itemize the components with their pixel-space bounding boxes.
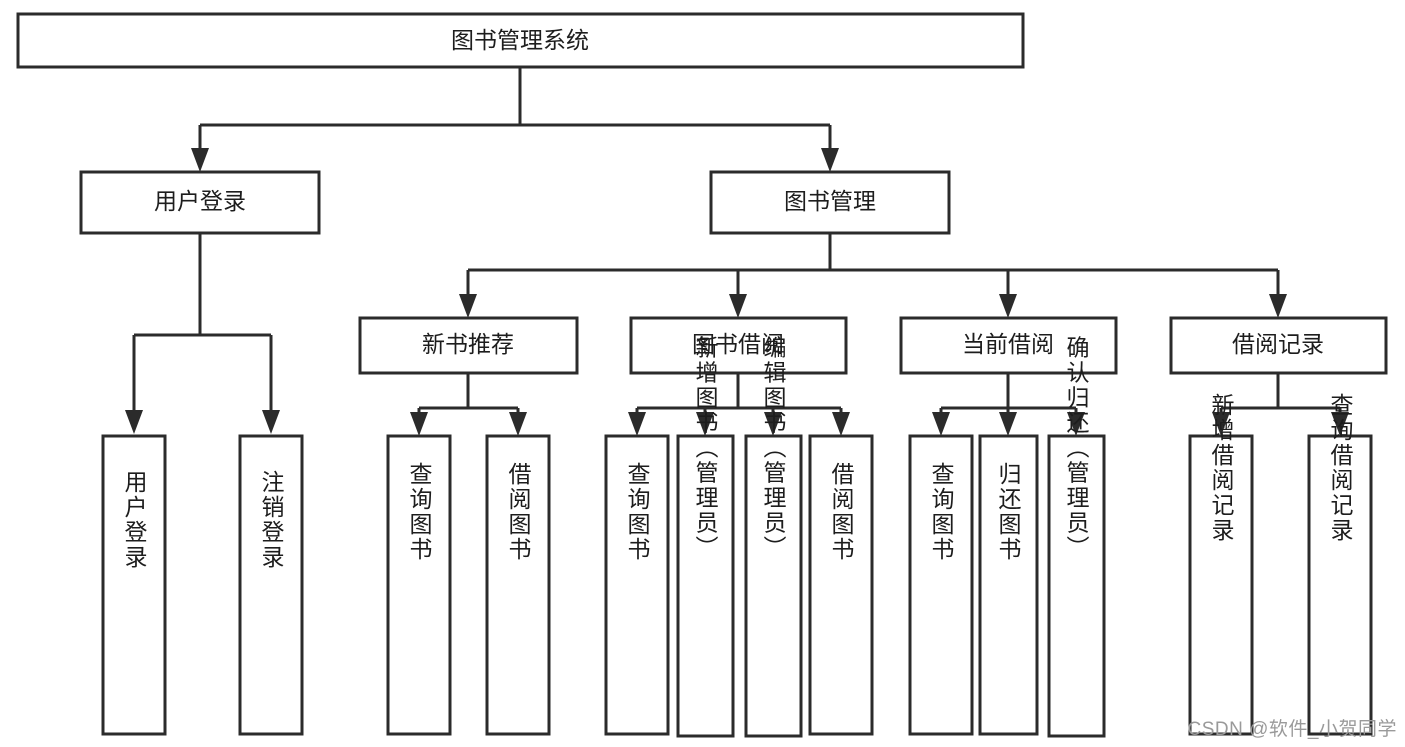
arrow-leaf-query-borrow-record bbox=[1331, 412, 1349, 436]
node-leaf-confirm-return-admin-box[interactable] bbox=[1047, 434, 1106, 738]
node-current-borrow-box[interactable] bbox=[899, 316, 1118, 375]
connector-group bbox=[125, 67, 1349, 436]
arrow-leaf-edit-book-admin bbox=[764, 412, 782, 436]
node-leaf-logout-login-label: 注销登录 bbox=[258, 470, 285, 570]
node-leaf-edit-book-admin-box[interactable] bbox=[744, 434, 803, 738]
node-borrow-record[interactable]: 借阅记录 bbox=[1169, 316, 1388, 375]
node-leaf-add-book-admin-label: 新增图书（管理员） bbox=[692, 336, 719, 561]
node-root[interactable]: 图书管理系统 bbox=[16, 12, 1025, 69]
node-leaf-return-book[interactable]: 归还图书 bbox=[978, 434, 1039, 736]
node-leaf-borrow-book-1[interactable]: 借阅图书 bbox=[485, 434, 551, 736]
node-leaf-query-borrow-record[interactable]: 查询借阅记录 bbox=[1307, 393, 1373, 736]
node-leaf-add-borrow-record[interactable]: 新增借阅记录 bbox=[1188, 393, 1254, 736]
node-borrow-record-label: 借阅记录 bbox=[1232, 331, 1324, 357]
arrow-leaf-logout-login bbox=[262, 410, 280, 434]
node-leaf-query-book-1-label: 查询图书 bbox=[406, 462, 433, 562]
node-leaf-confirm-return-admin[interactable]: 确认归还（管理员） bbox=[1047, 336, 1106, 738]
node-leaf-query-borrow-record-box[interactable] bbox=[1307, 434, 1373, 736]
arrow-to-current-borrow bbox=[999, 294, 1017, 318]
arrow-leaf-confirm-return-admin bbox=[1067, 412, 1085, 436]
node-current-borrow-label: 当前借阅 bbox=[962, 331, 1054, 357]
node-leaf-borrow-book-1-box[interactable] bbox=[485, 434, 551, 736]
node-book-manage[interactable]: 图书管理 bbox=[709, 170, 951, 235]
arrow-to-book-borrow bbox=[729, 294, 747, 318]
arrow-to-user-login bbox=[191, 148, 209, 172]
arrow-leaf-add-borrow-record bbox=[1212, 412, 1230, 436]
node-new-book-recommend-label: 新书推荐 bbox=[422, 331, 514, 357]
node-root-box[interactable] bbox=[16, 12, 1025, 69]
node-leaf-query-book-1[interactable]: 查询图书 bbox=[386, 434, 452, 736]
node-root-label: 图书管理系统 bbox=[451, 27, 589, 53]
node-leaf-add-book-admin-box[interactable] bbox=[676, 434, 735, 738]
node-leaf-query-book-3-label: 查询图书 bbox=[928, 462, 955, 562]
node-leaf-query-book-2[interactable]: 查询图书 bbox=[604, 434, 670, 736]
arrow-leaf-borrow-book-2 bbox=[832, 412, 850, 436]
arrow-leaf-add-book-admin bbox=[696, 412, 714, 436]
node-leaf-query-borrow-record-label: 查询借阅记录 bbox=[1327, 393, 1354, 543]
node-book-borrow-label: 图书借阅 bbox=[692, 331, 784, 357]
node-leaf-borrow-book-2-label: 借阅图书 bbox=[828, 462, 855, 562]
arrow-leaf-query-book-1 bbox=[410, 412, 428, 436]
node-new-book-recommend[interactable]: 新书推荐 bbox=[358, 316, 579, 375]
node-book-manage-label: 图书管理 bbox=[784, 188, 876, 214]
arrow-to-borrow-record bbox=[1269, 294, 1287, 318]
node-book-manage-box[interactable] bbox=[709, 170, 951, 235]
arrow-to-new-book-recommend bbox=[459, 294, 477, 318]
arrow-leaf-borrow-book-1 bbox=[509, 412, 527, 436]
node-leaf-query-book-3[interactable]: 查询图书 bbox=[908, 434, 974, 736]
node-leaf-edit-book-admin[interactable]: 编辑图书（管理员） bbox=[744, 336, 803, 738]
node-leaf-logout-login[interactable]: 注销登录 bbox=[238, 434, 304, 736]
node-current-borrow[interactable]: 当前借阅 bbox=[899, 316, 1118, 375]
arrow-leaf-return-book bbox=[999, 412, 1017, 436]
node-leaf-add-borrow-record-box[interactable] bbox=[1188, 434, 1254, 736]
node-leaf-user-login[interactable]: 用户登录 bbox=[101, 434, 167, 736]
node-leaf-return-book-label: 归还图书 bbox=[995, 462, 1022, 562]
node-leaf-borrow-book-2-box[interactable] bbox=[808, 434, 874, 736]
arrow-leaf-user-login bbox=[125, 410, 143, 434]
node-user-login-box[interactable] bbox=[79, 170, 321, 235]
arrow-to-book-manage bbox=[821, 148, 839, 172]
node-user-login-label: 用户登录 bbox=[154, 188, 246, 214]
node-new-book-recommend-box[interactable] bbox=[358, 316, 579, 375]
arrow-leaf-query-book-2 bbox=[628, 412, 646, 436]
node-leaf-query-book-2-box[interactable] bbox=[604, 434, 670, 736]
node-leaf-borrow-book-2[interactable]: 借阅图书 bbox=[808, 434, 874, 736]
arrow-leaf-query-book-3 bbox=[932, 412, 950, 436]
node-leaf-edit-book-admin-label: 编辑图书（管理员） bbox=[760, 336, 787, 561]
node-leaf-confirm-return-admin-label: 确认归还（管理员） bbox=[1063, 336, 1090, 561]
node-leaf-logout-login-box[interactable] bbox=[238, 434, 304, 736]
node-book-borrow[interactable]: 图书借阅 bbox=[629, 316, 848, 375]
node-leaf-user-login-box[interactable] bbox=[101, 434, 167, 736]
node-leaf-query-book-1-box[interactable] bbox=[386, 434, 452, 736]
node-book-borrow-box[interactable] bbox=[629, 316, 848, 375]
node-borrow-record-box[interactable] bbox=[1169, 316, 1388, 375]
node-user-login[interactable]: 用户登录 bbox=[79, 170, 321, 235]
node-leaf-add-book-admin[interactable]: 新增图书（管理员） bbox=[676, 336, 735, 738]
node-leaf-borrow-book-1-label: 借阅图书 bbox=[505, 462, 532, 562]
node-leaf-return-book-box[interactable] bbox=[978, 434, 1039, 736]
node-leaf-add-borrow-record-label: 新增借阅记录 bbox=[1208, 393, 1235, 543]
node-leaf-user-login-label: 用户登录 bbox=[121, 470, 148, 570]
node-leaf-query-book-3-box[interactable] bbox=[908, 434, 974, 736]
node-leaf-query-book-2-label: 查询图书 bbox=[624, 462, 651, 562]
